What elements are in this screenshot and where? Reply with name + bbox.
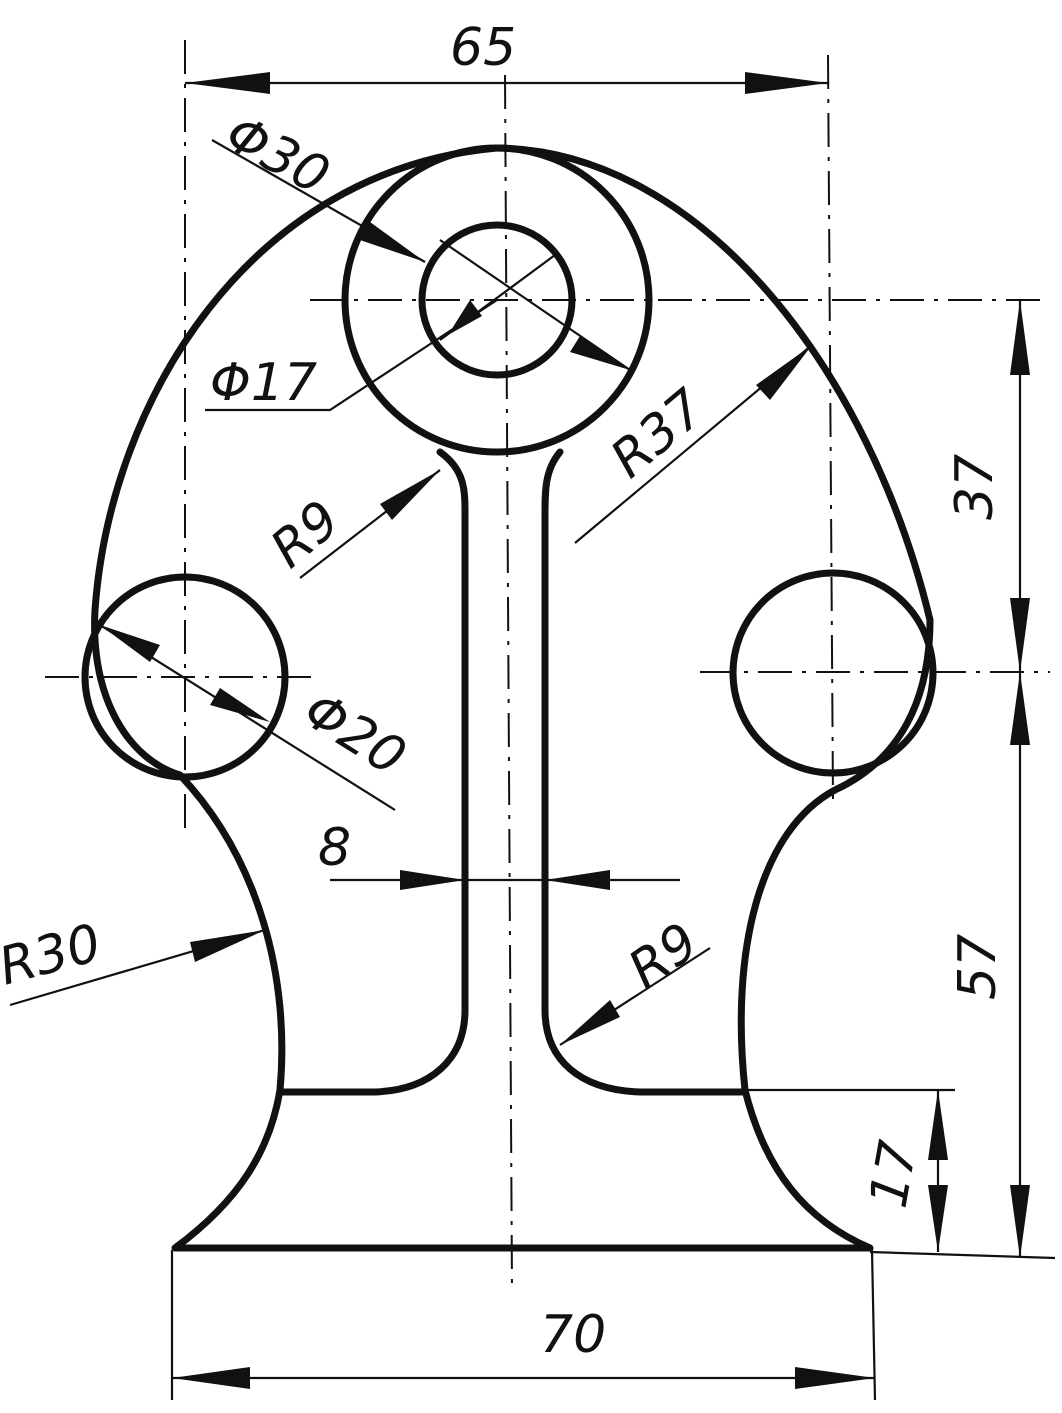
hub-diameter-arrow-1 [570, 336, 630, 370]
dim-8-arrow-right [545, 870, 610, 890]
ext-70-right [870, 1249, 877, 1401]
centerline-right [827, 54, 834, 801]
dim-r37-arrow [756, 345, 812, 400]
dim-57-text: 57 [948, 934, 1008, 1000]
dim-r9-upper-text: R9 [260, 490, 352, 580]
dim-r9-lower-text: R9 [618, 912, 709, 1001]
dim-57-arrow-bottom [1010, 1185, 1030, 1258]
dim-phi30-arrow [360, 222, 425, 262]
dim-phi17-text: Φ17 [210, 353, 317, 413]
dim-17-arrow-bottom [928, 1185, 948, 1252]
dim-8-text: 8 [318, 818, 351, 878]
dim-37-arrow-top [1010, 300, 1030, 375]
hub-diameter-line-1 [439, 239, 631, 371]
hub-outer-circle [341, 144, 653, 456]
dim-r9-lower-arrow [560, 1000, 620, 1045]
web-left-edge [276, 448, 469, 1096]
dim-phi30-text: Φ30 [216, 104, 339, 207]
web-right-edge [541, 448, 749, 1096]
dim-37-text: 37 [945, 454, 1005, 520]
dim-phi20-arrow-1 [100, 625, 160, 662]
dim-37-arrow-bottom [1010, 598, 1030, 672]
dim-phi20-text: Φ20 [293, 680, 416, 788]
dim-phi17-leader [205, 299, 498, 412]
dim-r30-text: R30 [0, 913, 107, 997]
base-extension-right [869, 1250, 1056, 1260]
vertical-centerline-main [504, 74, 513, 1291]
dim-65-text: 65 [450, 18, 516, 78]
dim-70-text: 70 [540, 1305, 606, 1365]
dim-65-arrow-left [185, 72, 270, 94]
dim-17-arrow-top [928, 1090, 948, 1160]
dim-17-text: 17 [859, 1137, 930, 1213]
dim-70-arrow-left [172, 1367, 250, 1389]
dim-phi17-arrow [448, 300, 482, 335]
dim-r30-arrow [190, 930, 265, 962]
dim-57-arrow-top [1010, 672, 1030, 745]
dim-65-arrow-right [745, 72, 828, 94]
dim-70-arrow-right [795, 1367, 875, 1389]
dim-8-arrow-left [400, 870, 465, 890]
dim-phi20-arrow-2 [210, 688, 270, 722]
dim-r9-upper-arrow [380, 470, 440, 520]
